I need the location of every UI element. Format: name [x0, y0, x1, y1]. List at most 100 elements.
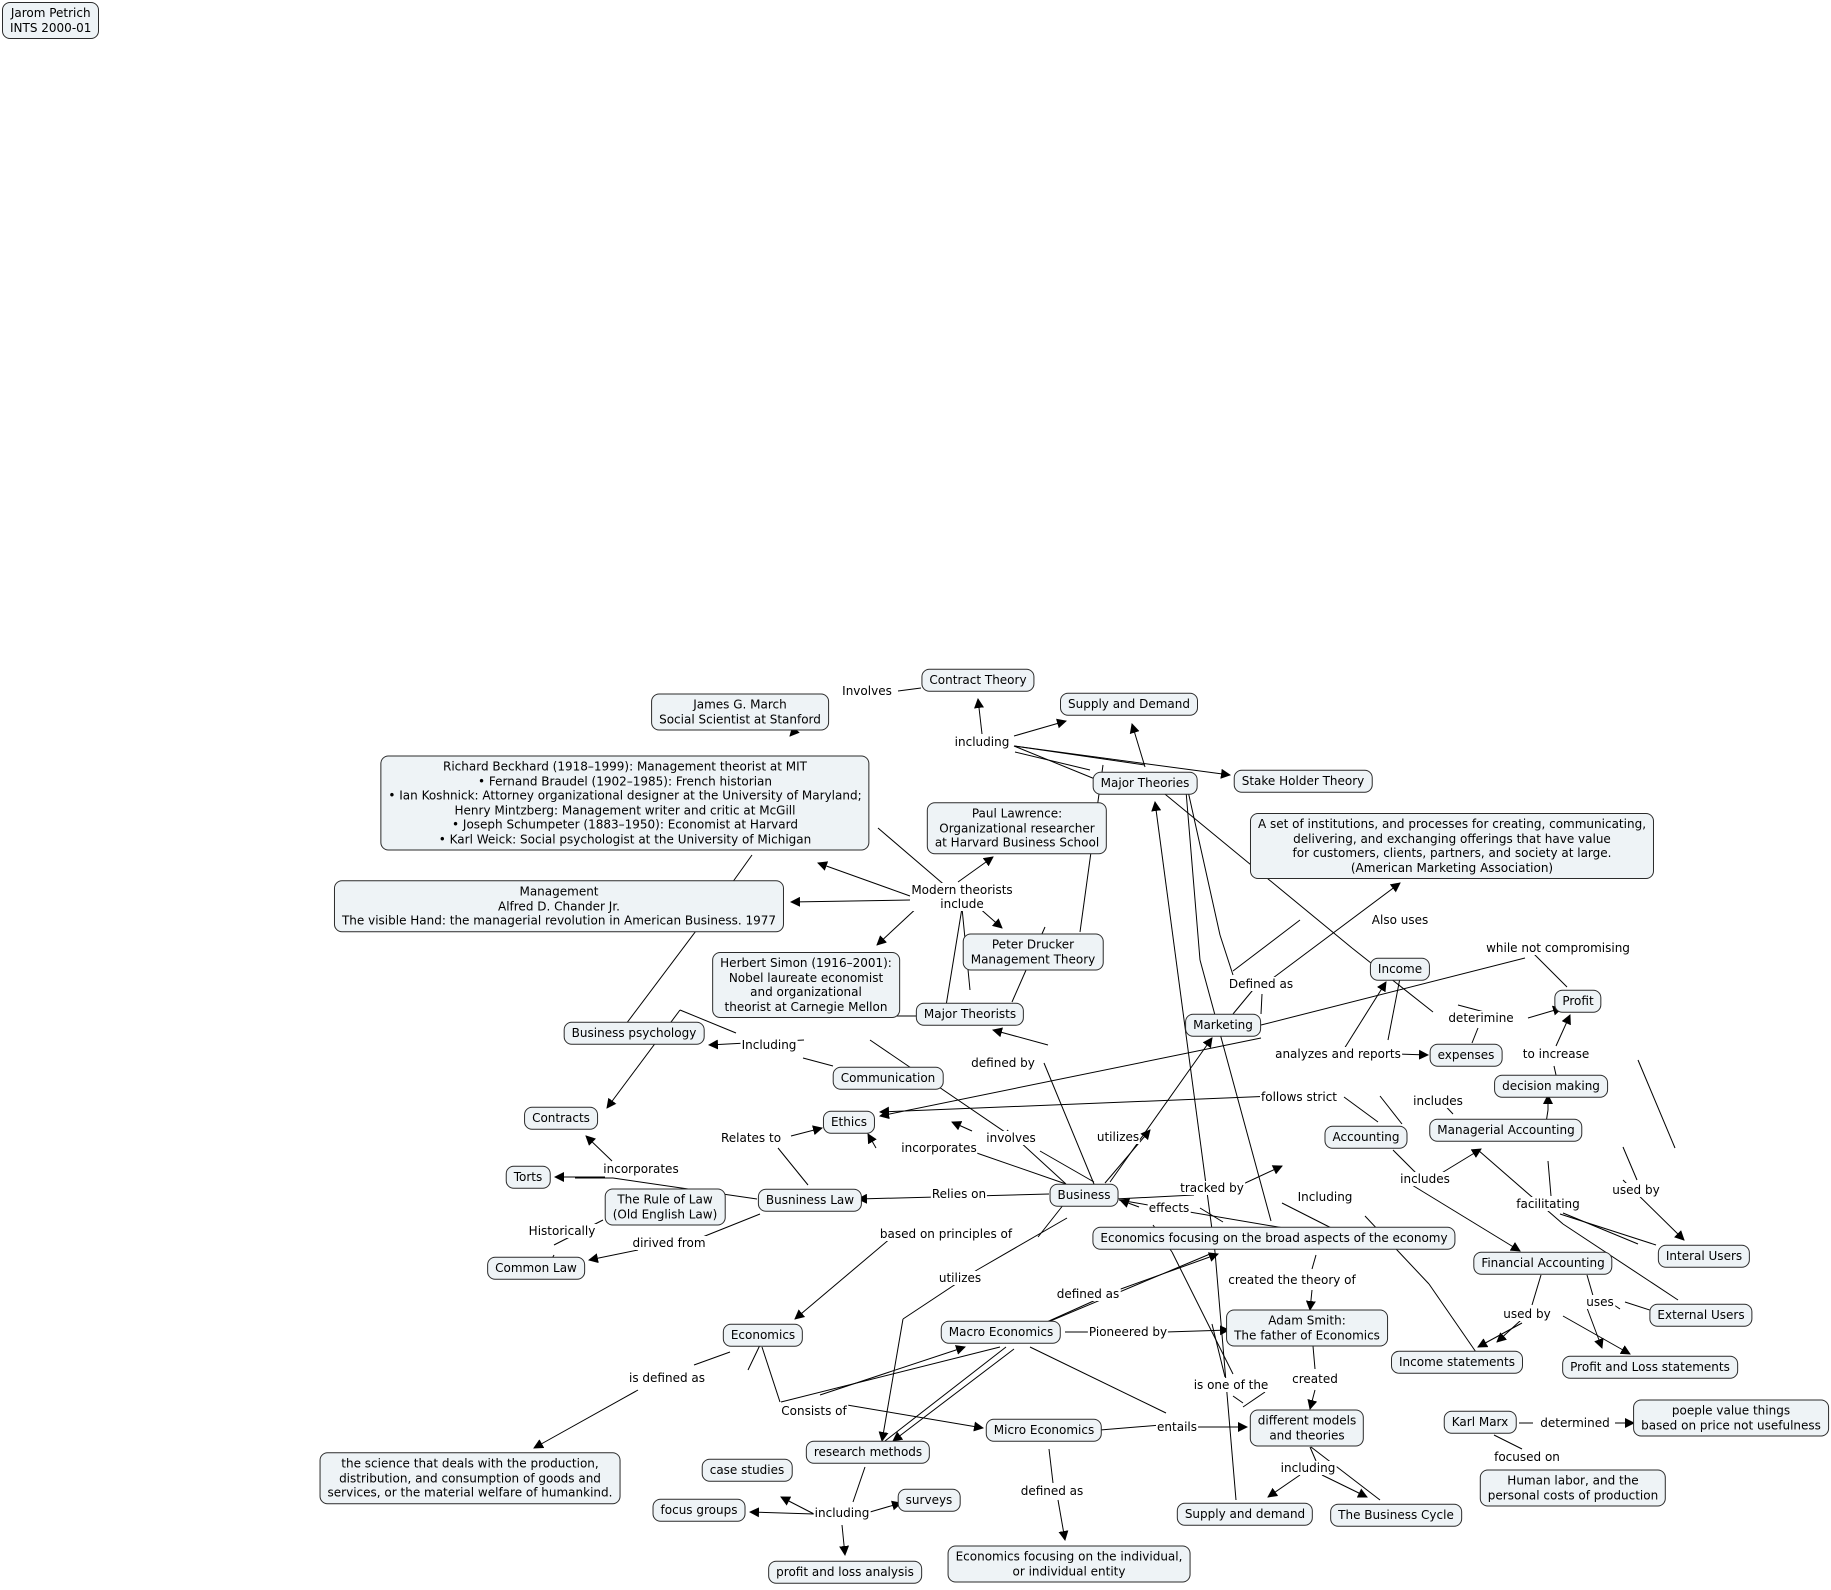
connector-line-96 — [794, 1231, 899, 1320]
connector-line-13 — [1185, 790, 1201, 961]
node-economics-broad[interactable]: Economics focusing on the broad aspects … — [1092, 1226, 1456, 1250]
node-torts[interactable]: Torts — [505, 1165, 551, 1189]
connector-line-52 — [879, 1095, 1275, 1117]
node-accounting[interactable]: Accounting — [1324, 1125, 1408, 1149]
node-profit-and-loss-statements[interactable]: Profit and Loss statements — [1562, 1355, 1738, 1379]
node-herbert-simon[interactable]: Herbert Simon (1916–2001): Nobel laureat… — [712, 952, 900, 1018]
link-used-by-financial: used by — [1502, 1307, 1552, 1321]
node-science-definition[interactable]: the science that deals with the producti… — [319, 1452, 621, 1504]
node-income[interactable]: Income — [1369, 957, 1431, 981]
node-expenses[interactable]: expenses — [1429, 1043, 1503, 1067]
connector-line-110 — [1477, 1322, 1523, 1348]
link-entails: entails — [1156, 1420, 1198, 1434]
connector-line-140 — [1310, 1446, 1381, 1501]
node-management-chandler[interactable]: Management Alfred D. Chander Jr. The vis… — [333, 880, 785, 932]
node-financial-accounting[interactable]: Financial Accounting — [1473, 1251, 1613, 1275]
node-profit[interactable]: Profit — [1554, 989, 1602, 1013]
connector-line-128 — [747, 1344, 761, 1371]
node-profit-and-loss-analysis[interactable]: profit and loss analysis — [768, 1560, 922, 1584]
node-interal-users[interactable]: Interal Users — [1657, 1244, 1751, 1268]
node-common-law[interactable]: Common Law — [487, 1256, 585, 1280]
connector-line-29 — [1260, 993, 1263, 1015]
node-contracts[interactable]: Contracts — [524, 1106, 598, 1130]
connector-line-76 — [1411, 1184, 1521, 1252]
author-box: Jarom Petrich INTS 2000-01 — [2, 2, 100, 39]
connector-line-8 — [1129, 723, 1146, 768]
connector-line-63 — [1104, 1129, 1151, 1184]
node-james-march[interactable]: James G. March Social Scientist at Stanf… — [651, 693, 829, 731]
node-micro-economics[interactable]: Micro Economics — [985, 1418, 1103, 1442]
connector-line-139 — [1321, 1474, 1368, 1498]
node-stake-holder-theory[interactable]: Stake Holder Theory — [1233, 769, 1373, 793]
node-communication[interactable]: Communication — [832, 1066, 944, 1090]
link-utilizes-research: utilizes — [937, 1271, 983, 1285]
node-major-theorists[interactable]: Major Theorists — [915, 1002, 1025, 1026]
node-marketing[interactable]: Marketing — [1185, 1013, 1261, 1037]
connector-line-18 — [817, 861, 911, 897]
node-adam-smith[interactable]: Adam Smith: The father of Economics — [1226, 1309, 1388, 1347]
node-business-psychology[interactable]: Business psychology — [563, 1021, 705, 1045]
node-supply-and-demand-bottom[interactable]: Supply and demand — [1176, 1502, 1314, 1526]
node-economics[interactable]: Economics — [722, 1323, 804, 1347]
connector-line-95 — [1037, 1203, 1065, 1238]
connector-line-36 — [1555, 1014, 1571, 1047]
node-external-users[interactable]: External Users — [1649, 1303, 1753, 1327]
node-contract-theory[interactable]: Contract Theory — [921, 668, 1035, 692]
connector-line-42 — [869, 1039, 1025, 1146]
connector-line-118 — [1232, 1395, 1244, 1404]
node-business-law[interactable]: Busniness Law — [757, 1188, 863, 1212]
link-determined: determined — [1539, 1416, 1611, 1430]
connector-line-51 — [731, 854, 753, 884]
connector-line-15 — [1013, 745, 1231, 779]
connector-line-53 — [879, 1037, 1262, 1120]
node-income-statements[interactable]: Income statements — [1390, 1350, 1524, 1374]
connector-line-74 — [1392, 1149, 1417, 1174]
link-defined-as: Defined as — [1227, 977, 1295, 991]
connector-line-125 — [780, 1346, 1001, 1403]
connector-line-9 — [1187, 790, 1221, 936]
node-decision-making[interactable]: decision making — [1494, 1074, 1608, 1098]
node-rule-of-law[interactable]: The Rule of Law (Old English Law) — [604, 1188, 726, 1226]
connector-line-39 — [1043, 1062, 1095, 1185]
connector-line-82 — [1547, 1160, 1552, 1197]
link-involves: Involves — [841, 684, 893, 698]
node-case-studies[interactable]: case studies — [701, 1458, 793, 1482]
node-surveys[interactable]: surveys — [897, 1488, 961, 1512]
connector-line-108 — [1531, 1274, 1542, 1306]
node-focus-groups[interactable]: focus groups — [652, 1498, 746, 1522]
node-economics-individual[interactable]: Economics focusing on the individual, or… — [947, 1545, 1191, 1583]
link-includes-managerial: includes — [1412, 1094, 1464, 1108]
node-research-methods[interactable]: research methods — [805, 1440, 931, 1464]
node-poeple-value-things[interactable]: poeple value things based on price not u… — [1633, 1399, 1829, 1437]
node-major-theories[interactable]: Major Theories — [1092, 771, 1198, 795]
node-different-models[interactable]: different models and theories — [1249, 1409, 1365, 1447]
connector-line-34 — [1471, 1027, 1479, 1044]
link-involves-communication: involves — [985, 1131, 1037, 1145]
node-karl-marx[interactable]: Karl Marx — [1443, 1410, 1517, 1434]
link-also-uses: Also uses — [1370, 913, 1430, 927]
link-relies-on: Relies on — [930, 1187, 988, 1201]
node-modern-theorists-list[interactable]: Richard Beckhard (1918–1999): Management… — [380, 755, 870, 851]
node-paul-lawrence[interactable]: Paul Lawrence: Organizational researcher… — [926, 802, 1108, 854]
connector-line-62 — [951, 1121, 973, 1132]
node-business[interactable]: Business — [1049, 1183, 1119, 1207]
connector-line-10 — [1219, 934, 1234, 976]
connector-line-119 — [1211, 1323, 1226, 1378]
node-human-labor[interactable]: Human labor, and the personal costs of p… — [1479, 1469, 1667, 1507]
connector-line-107 — [1586, 1307, 1604, 1349]
link-pioneered-by: Pioneered by — [1087, 1325, 1169, 1339]
node-peter-drucker[interactable]: Peter Drucker Management Theory — [962, 933, 1104, 971]
connector-line-17 — [877, 827, 949, 889]
node-macro-economics[interactable]: Macro Economics — [940, 1320, 1062, 1344]
link-deterimine: deterimine — [1447, 1011, 1515, 1025]
node-business-cycle[interactable]: The Business Cycle — [1330, 1503, 1462, 1527]
node-supply-and-demand-top[interactable]: Supply and Demand — [1060, 692, 1198, 716]
node-ethics[interactable]: Ethics — [822, 1110, 876, 1134]
link-including-economics: Including — [1296, 1190, 1354, 1204]
node-marketing-definition[interactable]: A set of institutions, and processes for… — [1249, 813, 1655, 879]
link-based-on-principles: based on principles of — [878, 1227, 1014, 1241]
link-is-defined-as: is defined as — [628, 1371, 706, 1385]
node-managerial-accounting[interactable]: Managerial Accounting — [1429, 1118, 1583, 1142]
connector-line-126 — [819, 1345, 966, 1396]
